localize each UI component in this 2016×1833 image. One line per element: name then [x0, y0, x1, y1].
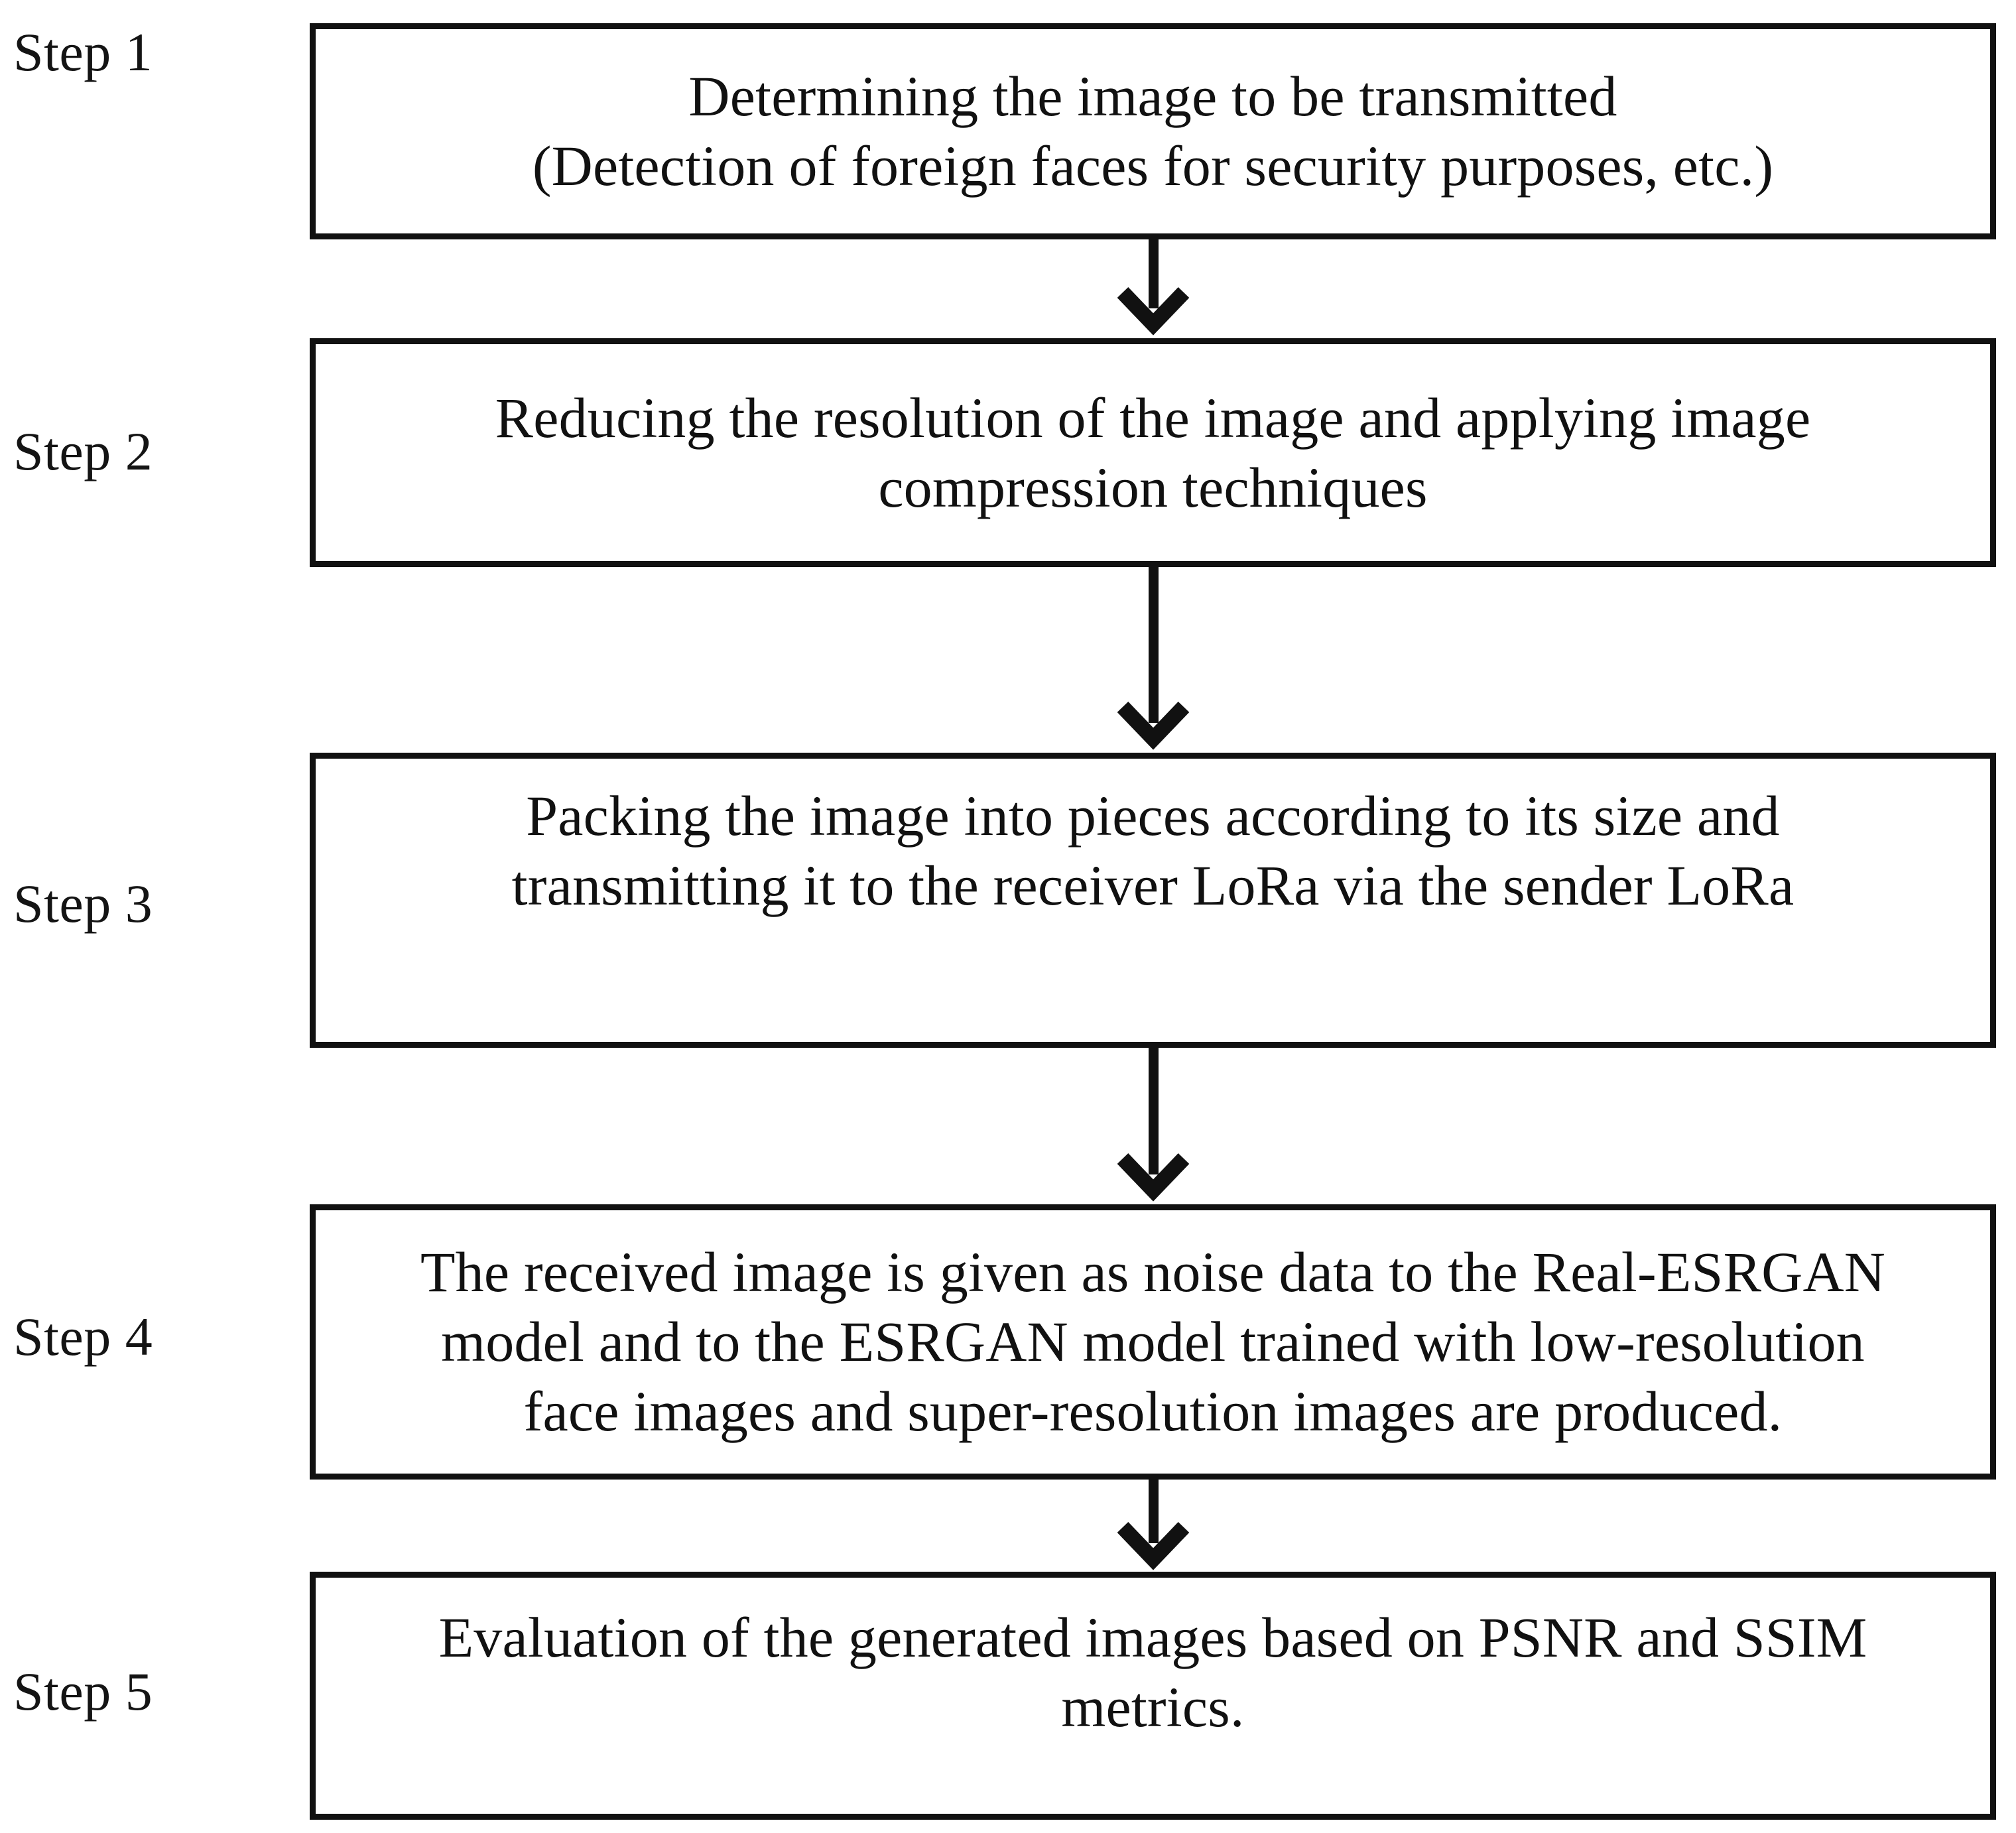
step-label-1: Step 1 — [13, 22, 153, 82]
flow-box-step-4-text: The received image is given as noise dat… — [420, 1240, 1886, 1443]
flow-box-step-4[interactable]: The received image is given as noise dat… — [310, 1204, 1996, 1480]
step-label-2: Step 2 — [13, 421, 153, 481]
down-arrow-icon-3-to-4 — [1117, 1048, 1190, 1204]
down-arrow-icon-4-to-5 — [1117, 1480, 1190, 1572]
flow-box-step-3[interactable]: Packing the image into pieces according … — [310, 753, 1996, 1048]
step-label-3: Step 3 — [13, 873, 153, 934]
flow-box-step-1-text: Determining the image to be transmitted … — [532, 64, 1774, 198]
flow-box-step-2[interactable]: Reducing the resolution of the image and… — [310, 338, 1996, 567]
down-arrow-icon-2-to-3 — [1117, 567, 1190, 753]
step-label-4: Step 4 — [13, 1306, 153, 1367]
flow-box-step-2-text: Reducing the resolution of the image and… — [495, 385, 1811, 519]
flow-box-step-5-text: Evaluation of the generated images based… — [438, 1606, 1867, 1739]
flow-box-step-1[interactable]: Determining the image to be transmitted … — [310, 23, 1996, 239]
flow-box-step-5[interactable]: Evaluation of the generated images based… — [310, 1572, 1996, 1820]
down-arrow-icon-1-to-2 — [1117, 239, 1190, 338]
step-label-5: Step 5 — [13, 1661, 153, 1722]
flow-box-step-3-text: Packing the image into pieces according … — [511, 784, 1795, 917]
